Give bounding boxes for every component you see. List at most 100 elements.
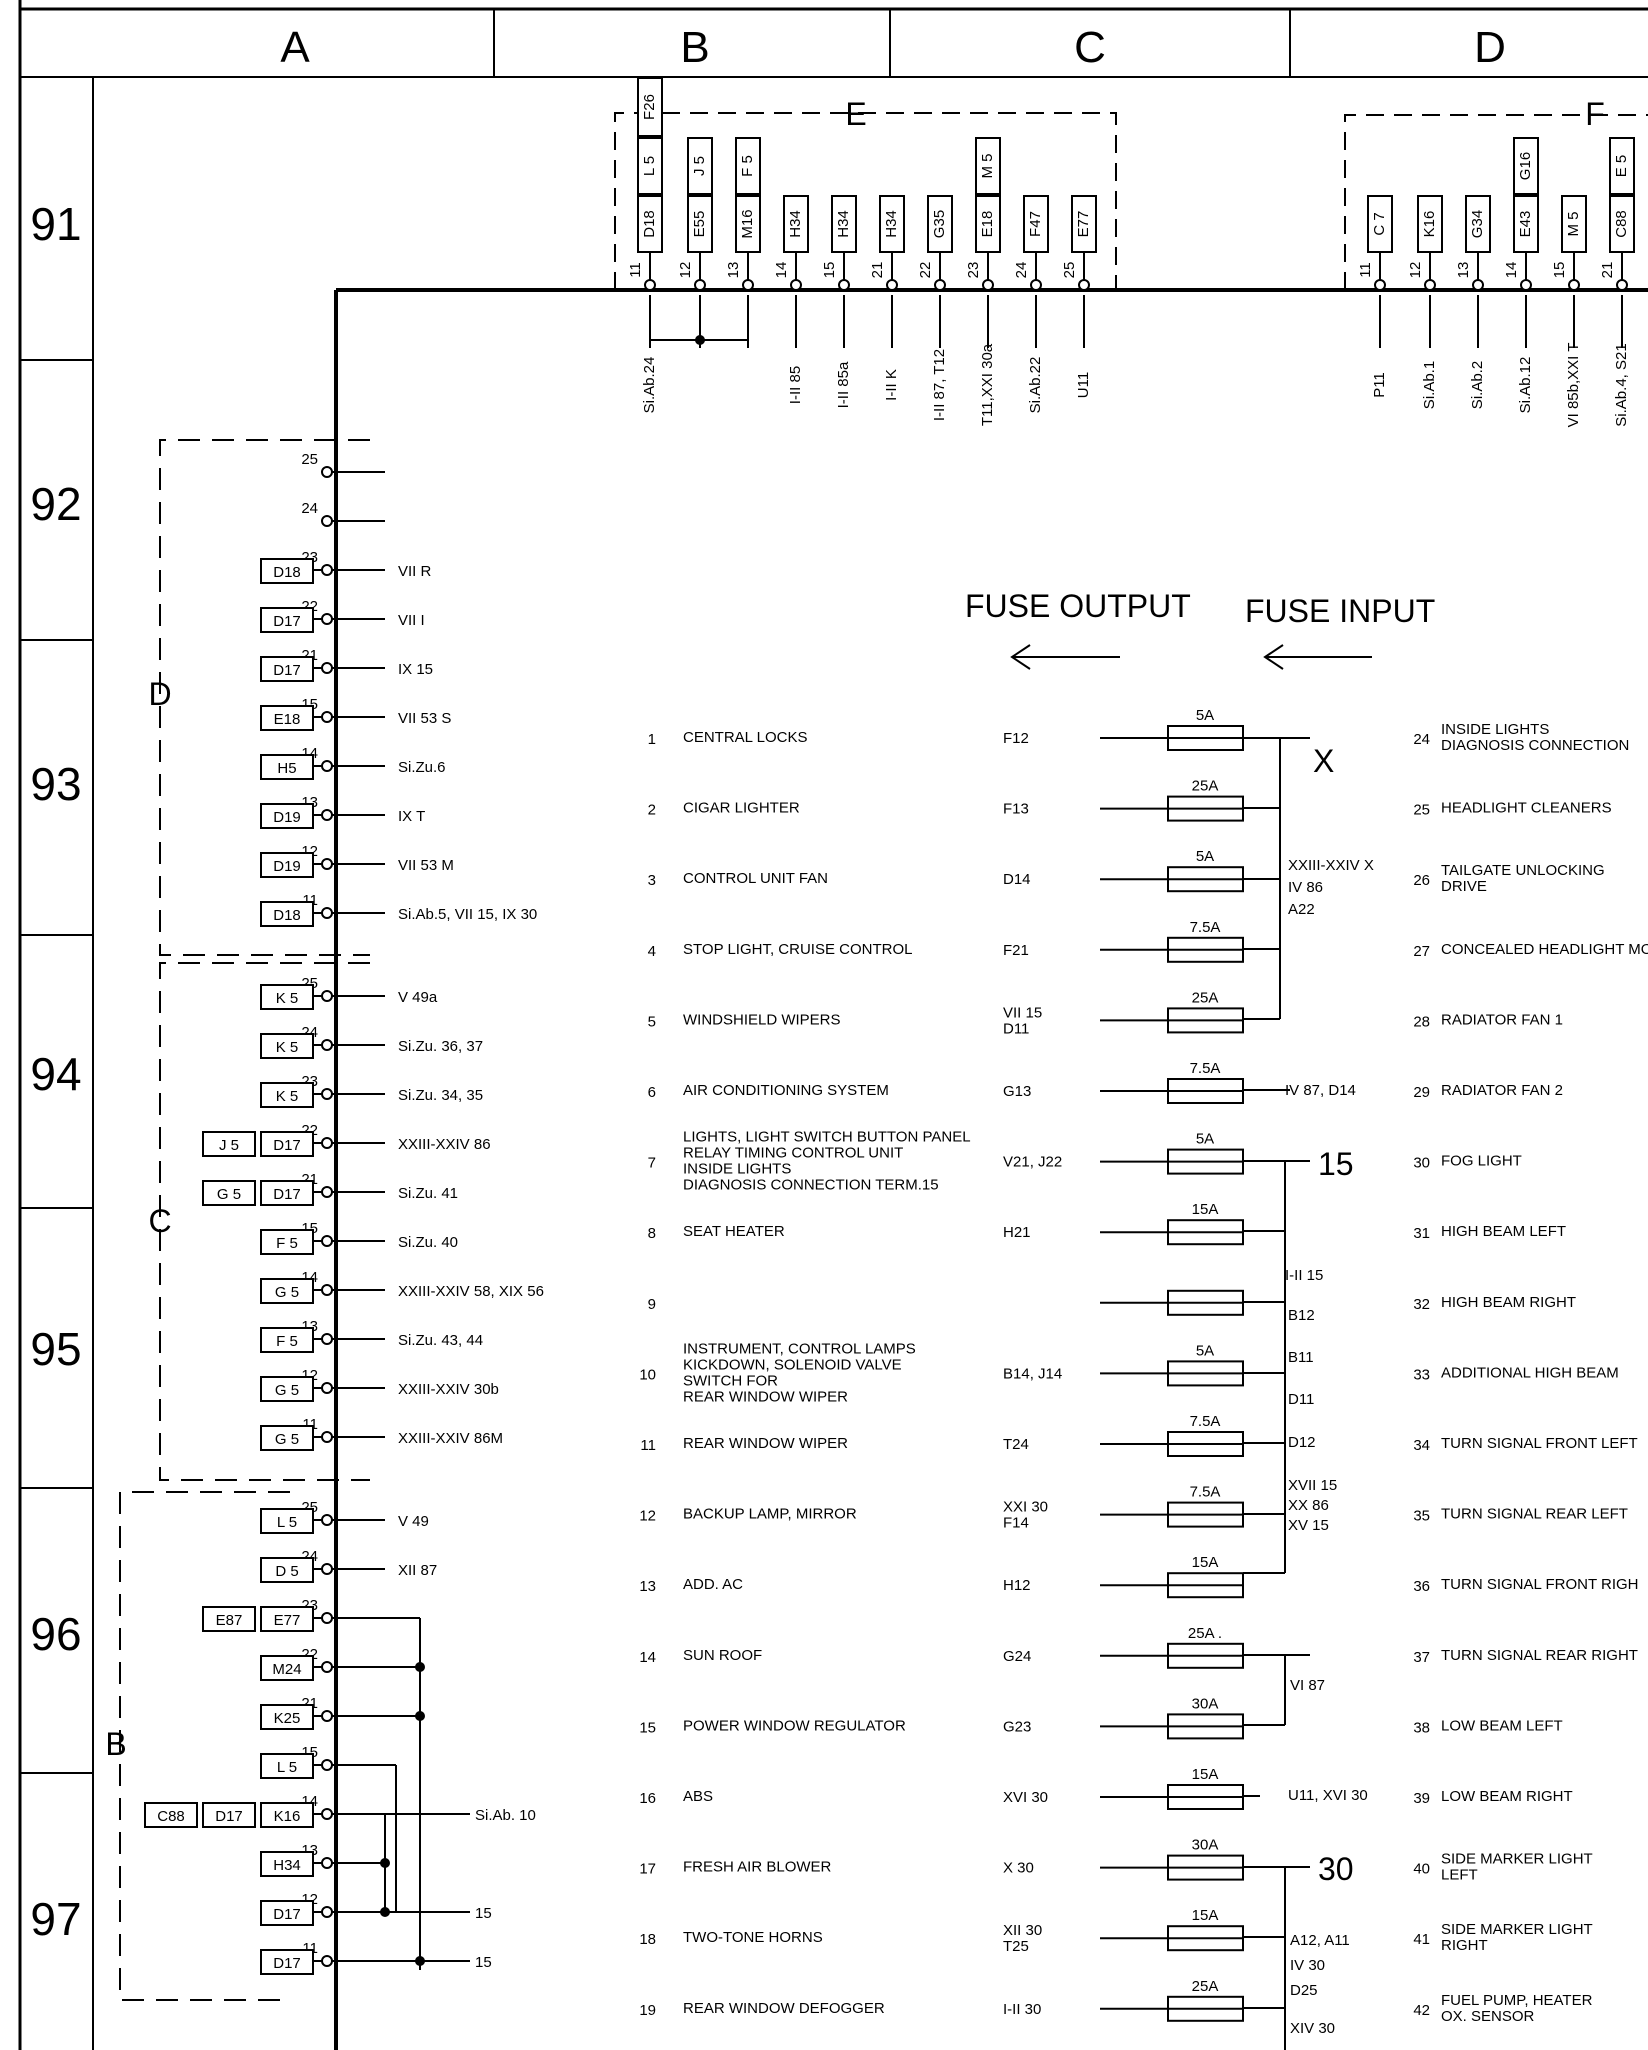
connector-code-box	[260, 656, 314, 682]
fuse-description: BACKUP LAMP, MIRROR	[683, 1506, 857, 1523]
fuse-input-description: LOW BEAM RIGHT	[1441, 1788, 1573, 1805]
fuse-input-terminal: D25	[1290, 1982, 1318, 1999]
connector-code-box	[260, 1606, 314, 1632]
wire-label: I-II K	[883, 369, 900, 401]
fuse-rating: 7.5A	[1190, 1060, 1221, 1077]
pin-terminal	[321, 1039, 333, 1051]
pin-terminal	[321, 858, 333, 870]
fuse-output-terminal: XXI 30	[1003, 1499, 1048, 1516]
fuse-output-terminal: T24	[1003, 1436, 1029, 1453]
row-label: 97	[30, 1893, 81, 1945]
fuse-input-number: 36	[1413, 1578, 1430, 1595]
fuse-rating: 25A	[1192, 989, 1219, 1006]
pin-number: 11	[1357, 262, 1374, 278]
pin-terminal	[321, 907, 333, 919]
pin-number: 25	[301, 451, 318, 468]
fuse-input-description: LOW BEAM LEFT	[1441, 1717, 1563, 1734]
junction-dot	[695, 335, 705, 345]
connector-code: L 5	[277, 1759, 297, 1776]
fuse-input-terminal: XV 15	[1288, 1517, 1329, 1534]
connector-code-box	[637, 77, 663, 137]
fuse-input-number: 24	[1413, 731, 1430, 748]
wire-label: Si.Zu. 36, 37	[398, 1038, 483, 1055]
connector-code: F47	[1027, 211, 1044, 237]
fuse-output-terminal: F12	[1003, 730, 1029, 747]
connector-code: E77	[1075, 211, 1092, 238]
wire-label: I-II 85a	[835, 361, 852, 408]
connector-code: G 5	[275, 1284, 299, 1301]
fuse-rating: 30A	[1192, 1837, 1219, 1854]
wire-label: Si.Ab.1	[1421, 361, 1438, 409]
connector-code: D19	[273, 809, 301, 826]
pin-number: 15	[1551, 262, 1568, 279]
pin-number: 24	[1013, 262, 1030, 279]
fuse-rating: 7.5A	[1190, 1484, 1221, 1501]
connector-code-box	[260, 1704, 314, 1730]
connector-code: E55	[691, 211, 708, 238]
connector-code-box	[202, 1131, 256, 1157]
pin-terminal	[694, 279, 706, 291]
connector-code: H5	[277, 760, 296, 777]
fuse-output-terminal: VII 15	[1003, 1004, 1042, 1021]
fuse-input-description: TAILGATE UNLOCKING	[1441, 862, 1605, 879]
fuse-rating: 15A	[1192, 1201, 1219, 1218]
connector-code: K 5	[276, 1039, 299, 1056]
fuse-input-terminal: B12	[1288, 1307, 1315, 1324]
fuse-input-number: 40	[1413, 1861, 1430, 1878]
fuse-input-description: DIAGNOSIS CONNECTION	[1441, 737, 1629, 754]
fuse-input-number: 42	[1413, 2002, 1430, 2019]
fuse-output-terminal: F13	[1003, 801, 1029, 818]
fuse-number: 1	[648, 731, 656, 748]
wire-label: Si.Ab.2	[1469, 361, 1486, 409]
pin-number: 24	[301, 500, 318, 517]
connector-code-box	[975, 137, 1001, 195]
connector-code: C88	[1613, 210, 1630, 238]
fuse-input-terminal: 15	[1318, 1146, 1354, 1182]
connector-code-box	[637, 137, 663, 195]
connector-code-box	[1609, 137, 1635, 195]
pin-number: 12	[1407, 262, 1424, 279]
group-c-box	[159, 962, 370, 1481]
pin-terminal	[321, 809, 333, 821]
connector-code: M 5	[979, 153, 996, 178]
group-c-label: C	[148, 1203, 171, 1239]
group-d-box	[159, 439, 370, 956]
fuse-input-description: HIGH BEAM LEFT	[1441, 1223, 1566, 1240]
pin-terminal	[790, 279, 802, 291]
pin-terminal	[1078, 279, 1090, 291]
fuse-output-terminal: G24	[1003, 1648, 1031, 1665]
wire-label: Si.Zu. 41	[398, 1185, 458, 1202]
fuse-rating: 7.5A	[1190, 919, 1221, 936]
connector-code-box	[1465, 195, 1491, 253]
group-b-box	[119, 1491, 290, 2001]
wire-label: IX T	[398, 808, 425, 825]
pin-terminal	[321, 564, 333, 576]
connector-code: G 5	[275, 1431, 299, 1448]
fuse-input-label: FUSE INPUT	[1245, 593, 1435, 629]
connector-code-box	[260, 1851, 314, 1877]
fuse-rating: 5A	[1196, 707, 1214, 724]
connector-code-box	[144, 1802, 198, 1828]
fuse-number: 6	[648, 1084, 656, 1101]
connector-code: F 5	[739, 155, 756, 177]
wire-label: VII R	[398, 563, 432, 580]
fuse-rating: 5A	[1196, 848, 1214, 865]
fuse-number: 5	[648, 1013, 656, 1030]
pin-terminal	[321, 760, 333, 772]
